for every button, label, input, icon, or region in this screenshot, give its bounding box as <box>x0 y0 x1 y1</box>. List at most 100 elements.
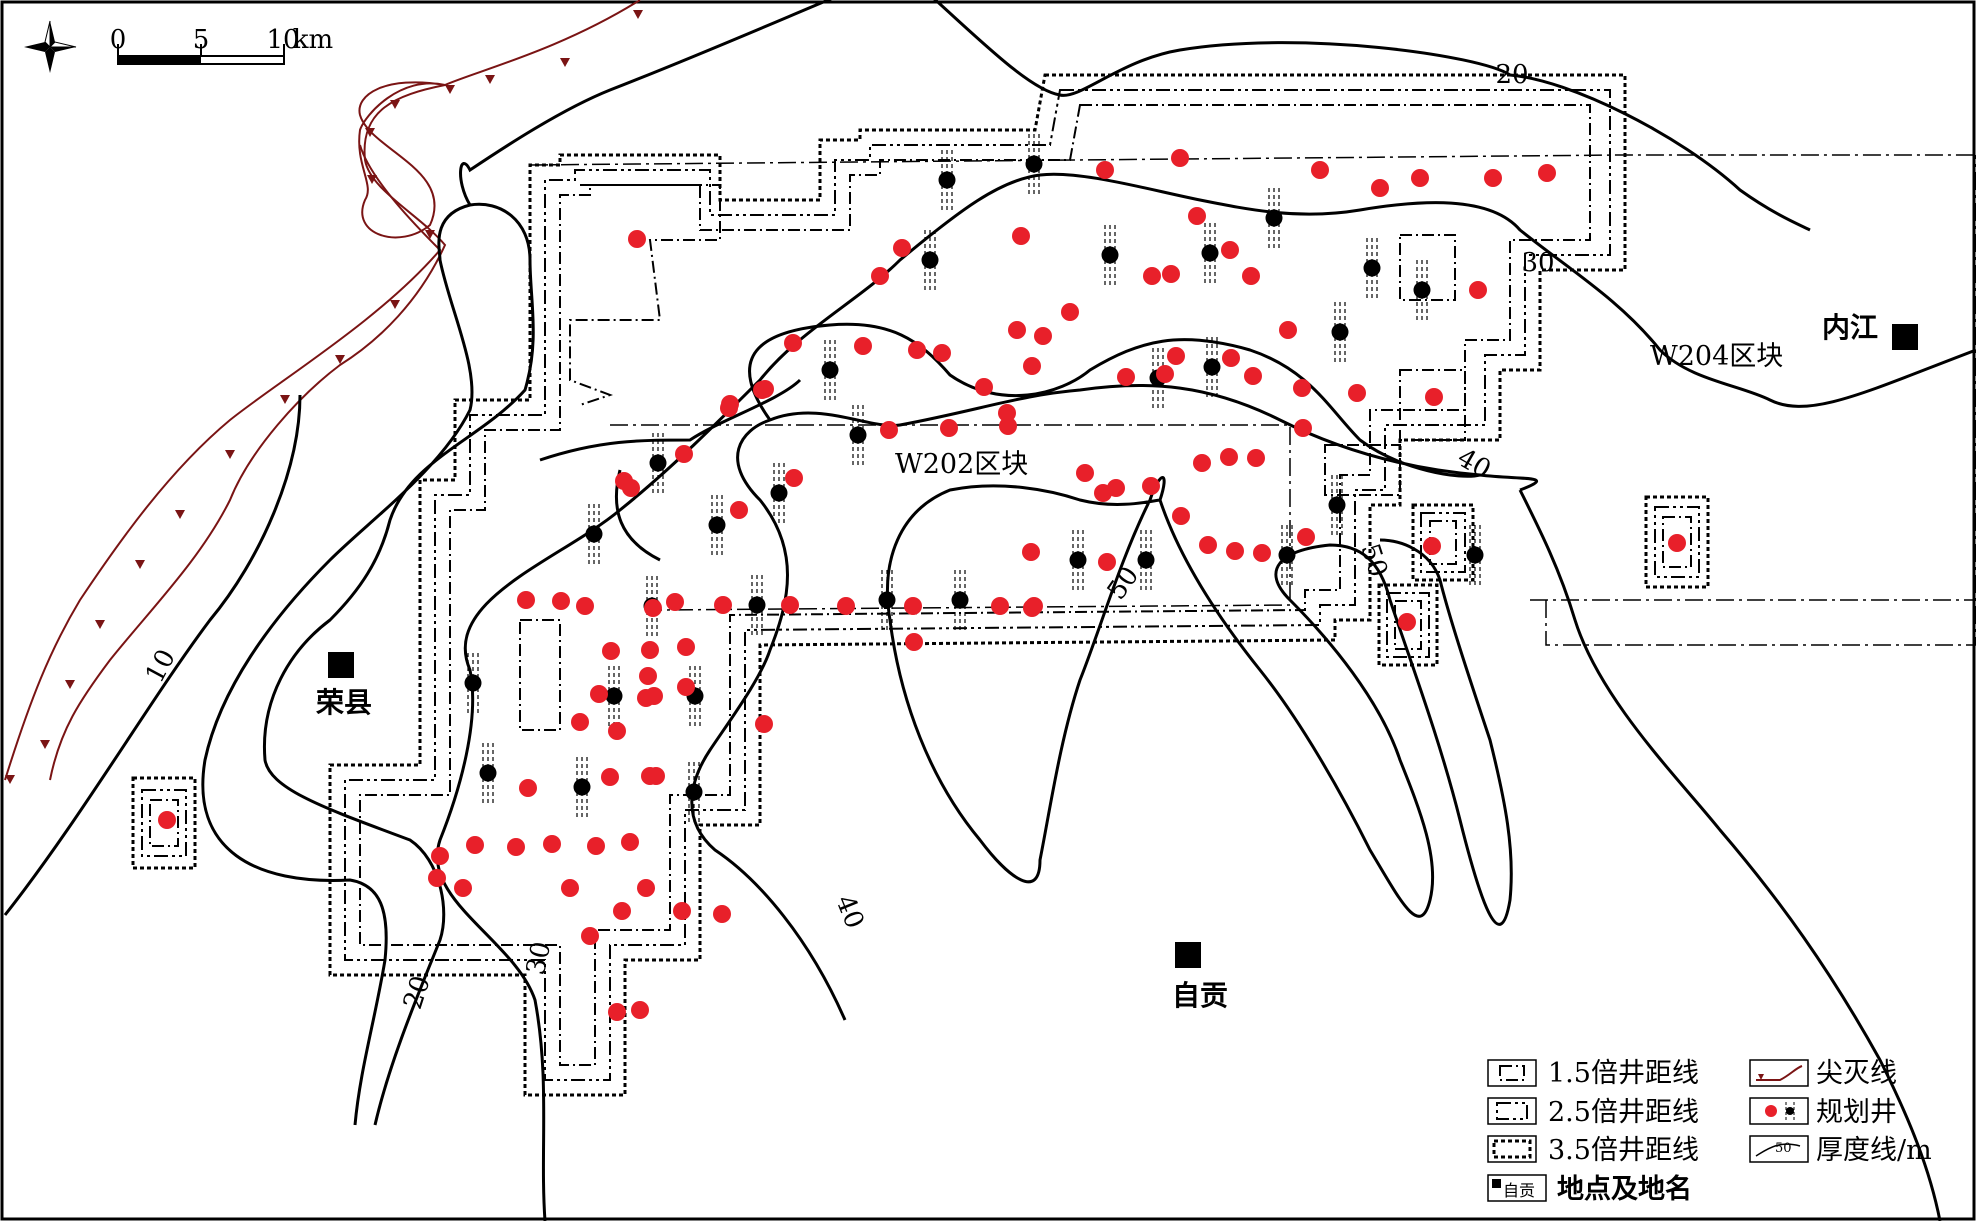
planned-well <box>647 767 665 785</box>
planned-well <box>1156 365 1174 383</box>
scale-tick-5: 5 <box>193 25 210 55</box>
existing-well-head <box>464 674 482 692</box>
existing-well-head <box>1413 281 1431 299</box>
existing-well <box>1137 530 1155 590</box>
legend-item-pinch: 尖灭线 <box>1749 1058 1897 1089</box>
planned-well <box>1096 161 1114 179</box>
planned-well <box>641 641 659 659</box>
legend-label-place: 地点及地名 <box>1557 1173 1692 1205</box>
block-label-w204: W204区块 <box>1650 341 1783 372</box>
legend-contour-sample: 50 <box>1775 1141 1792 1156</box>
legend-label-pinch: 尖灭线 <box>1816 1058 1897 1089</box>
planned-well <box>991 597 1009 615</box>
existing-well <box>573 757 591 817</box>
planned-well <box>1199 536 1217 554</box>
existing-well <box>1101 225 1119 285</box>
planned-well <box>622 479 640 497</box>
planned-well <box>608 1003 626 1021</box>
planned-well <box>1484 169 1502 187</box>
legend-label-b25: 2.5倍井距线 <box>1548 1097 1699 1128</box>
planned-well <box>1221 241 1239 259</box>
planned-well <box>904 597 922 615</box>
planned-well <box>933 344 951 362</box>
existing-well <box>649 433 667 493</box>
contour-10 <box>3 394 302 916</box>
planned-well <box>576 597 594 615</box>
existing-wells <box>464 134 1484 822</box>
planned-well <box>1094 484 1112 502</box>
planned-well <box>720 399 738 417</box>
pinchout-tick <box>95 620 105 629</box>
planned-well <box>608 722 626 740</box>
planned-well <box>1311 161 1329 179</box>
existing-well-head <box>821 361 839 379</box>
existing-well-head <box>1201 244 1219 262</box>
planned-well <box>602 642 620 660</box>
planned-well <box>621 833 639 851</box>
pinchout-tick <box>5 775 15 784</box>
existing-well <box>464 653 482 713</box>
contour-label-20-top: 20 <box>1495 60 1528 90</box>
existing-well <box>1331 302 1349 362</box>
planned-well <box>1222 349 1240 367</box>
existing-well <box>951 570 969 630</box>
pinchout-tick <box>390 300 400 309</box>
pinchout-tick <box>445 85 455 94</box>
existing-well-head <box>573 778 591 796</box>
scale-tick-0: 0 <box>110 25 127 55</box>
pinchout-tick <box>280 395 290 404</box>
planned-well <box>837 597 855 615</box>
planned-well <box>628 230 646 248</box>
planned-well <box>677 638 695 656</box>
planned-well <box>639 667 657 685</box>
legend-item-place: 自贡 地点及地名 <box>1487 1173 1692 1205</box>
planned-well <box>1022 543 1040 561</box>
planned-well <box>1012 227 1030 245</box>
planned-well <box>1423 537 1441 555</box>
existing-well <box>1278 525 1296 585</box>
planned-well <box>1188 207 1206 225</box>
planned-well <box>753 381 771 399</box>
pinchout-tick <box>135 560 145 569</box>
planned-well <box>730 501 748 519</box>
planned-well <box>587 837 605 855</box>
place-marker-rongxian <box>328 652 354 678</box>
planned-well <box>1171 149 1189 167</box>
existing-well-head <box>1466 546 1484 564</box>
contour-20-top <box>933 0 1811 232</box>
block-outlines <box>529 154 1976 646</box>
block-label-w202: W202区块 <box>895 449 1028 480</box>
existing-well-head <box>479 764 497 782</box>
planned-well <box>880 421 898 439</box>
planned-well <box>1061 303 1079 321</box>
existing-well <box>479 743 497 803</box>
planned-well <box>714 596 732 614</box>
pinchout-tick <box>367 175 377 184</box>
planned-well <box>590 685 608 703</box>
existing-well-head <box>649 454 667 472</box>
planned-well <box>571 713 589 731</box>
planned-well <box>507 838 525 856</box>
planned-well <box>893 239 911 257</box>
planned-well <box>1143 267 1161 285</box>
planned-well <box>1668 534 1686 552</box>
planned-well <box>781 596 799 614</box>
planned-well <box>1538 164 1556 182</box>
planned-well <box>631 1001 649 1019</box>
planned-well <box>158 811 176 829</box>
planned-well <box>543 835 561 853</box>
planned-well <box>1117 368 1135 386</box>
legend-item-b15: 1.5倍井距线 <box>1487 1058 1699 1089</box>
existing-well <box>1201 223 1219 283</box>
existing-well <box>1328 475 1346 535</box>
existing-well-head <box>605 687 623 705</box>
planned-well <box>613 902 631 920</box>
scale-unit: km <box>293 25 333 55</box>
existing-well <box>921 230 939 290</box>
planned-well <box>998 404 1016 422</box>
planned-well <box>1244 367 1262 385</box>
place-marker-zigong <box>1175 942 1201 968</box>
planned-well <box>677 678 695 696</box>
place-label-rongxian: 荣县 <box>316 686 372 719</box>
